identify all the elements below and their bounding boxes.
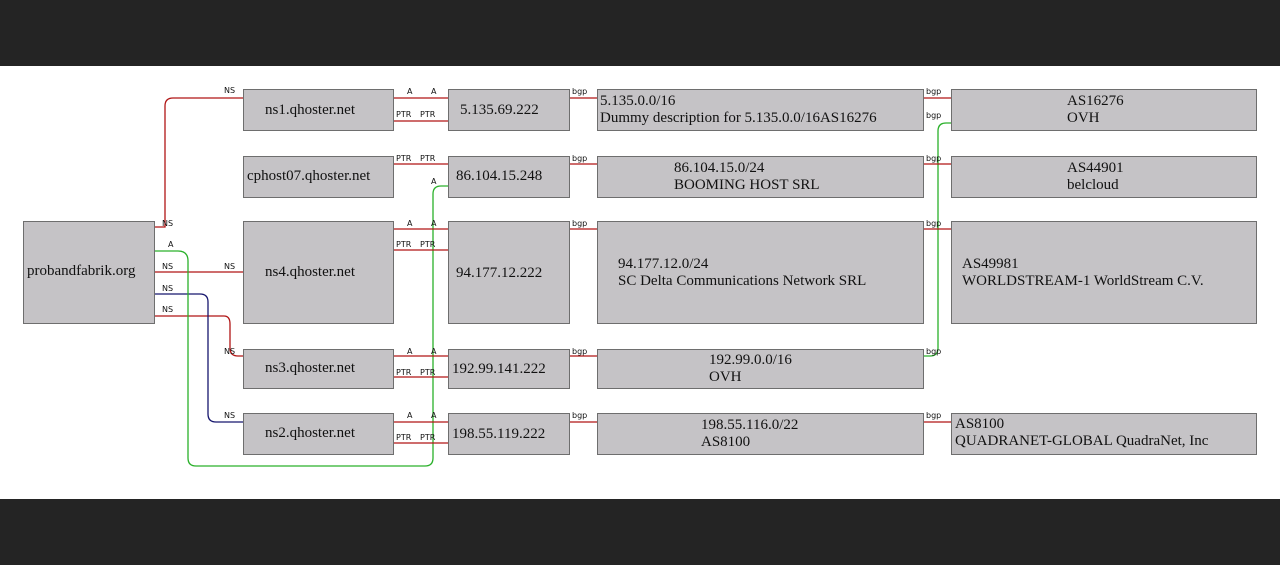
edge-label-bgp: bgp: [572, 219, 588, 228]
node-label: 192.99.141.222: [452, 361, 546, 377]
node-as8100[interactable]: AS8100 QUADRANET-GLOBAL QuadraNet, Inc: [951, 413, 1257, 455]
edge-label-bgp: bgp: [926, 219, 942, 228]
edge-label-ptr: PTR: [420, 433, 436, 442]
node-label: 86.104.15.248: [456, 168, 543, 184]
node-label: AS49981: [962, 256, 1019, 272]
edge-label-ptr: PTR: [420, 110, 436, 119]
edge-label-ns: NS: [162, 305, 174, 314]
node-ip-192-99-141-222[interactable]: 192.99.141.222: [448, 349, 570, 389]
node-label: 94.177.12.222: [456, 265, 543, 281]
node-label: AS16276: [1067, 93, 1124, 109]
edge-label-bgp: bgp: [572, 347, 588, 356]
edge-label-ns: NS: [224, 86, 236, 95]
edge-label-a: A: [431, 219, 437, 228]
edge-label-bgp: bgp: [572, 154, 588, 163]
edge-label-a: A: [431, 347, 437, 356]
edge-domain-ns1: [155, 97, 243, 228]
edge-label-ptr: PTR: [420, 240, 436, 249]
edge-label-ptr: PTR: [396, 154, 412, 163]
edge-label-bgp: bgp: [572, 411, 588, 420]
edge-pfx4-as1-green: [924, 122, 951, 357]
node-label: 86.104.15.0/24: [674, 160, 765, 176]
node-label: ns3.qhoster.net: [265, 360, 355, 376]
node-label: 5.135.0.0/16: [600, 93, 676, 109]
edge-domain-a-green: [155, 185, 448, 467]
edge-label-bgp: bgp: [926, 411, 942, 420]
bottom-frame-band: [0, 499, 1280, 565]
node-label: OVH: [709, 369, 742, 385]
node-domain[interactable]: probandfabrik.org: [23, 221, 155, 324]
node-prefix-94-177-12-0[interactable]: 94.177.12.0/24 SC Delta Communications N…: [597, 221, 924, 324]
edge-label-ns: NS: [224, 262, 236, 271]
edge-label-a: A: [407, 219, 413, 228]
node-label: AS44901: [1067, 160, 1124, 176]
node-prefix-5-135-0-0[interactable]: 5.135.0.0/16 Dummy description for 5.135…: [597, 89, 924, 131]
edge-label-bgp: bgp: [572, 87, 588, 96]
node-label: BOOMING HOST SRL: [674, 177, 820, 193]
node-prefix-192-99-0-0[interactable]: 192.99.0.0/16 OVH: [597, 349, 924, 389]
edge-label-a: A: [168, 240, 174, 249]
edge-label-ptr: PTR: [396, 240, 412, 249]
node-ip-94-177-12-222[interactable]: 94.177.12.222: [448, 221, 570, 324]
edge-label-ptr: PTR: [420, 368, 436, 377]
edges-layer: [155, 97, 951, 467]
node-ns2[interactable]: ns2.qhoster.net: [243, 413, 394, 455]
edge-label-bgp: bgp: [926, 87, 942, 96]
node-prefix-198-55-116-0[interactable]: 198.55.116.0/22 AS8100: [597, 413, 924, 455]
node-ip-198-55-119-222[interactable]: 198.55.119.222: [448, 413, 570, 455]
node-ns1[interactable]: ns1.qhoster.net: [243, 89, 394, 131]
node-as16276[interactable]: AS16276 OVH: [951, 89, 1257, 131]
edge-label-ptr: PTR: [396, 368, 412, 377]
node-label: 94.177.12.0/24: [618, 256, 709, 272]
node-label: ns1.qhoster.net: [265, 102, 355, 118]
edge-label-a: A: [407, 411, 413, 420]
edge-label-ns: NS: [224, 347, 236, 356]
edge-domain-ns3: [155, 315, 243, 357]
edge-label-a: A: [431, 411, 437, 420]
top-frame-band: [0, 0, 1280, 66]
node-label: QUADRANET-GLOBAL QuadraNet, Inc: [955, 433, 1209, 449]
node-label: OVH: [1067, 110, 1100, 126]
node-as49981[interactable]: AS49981 WORLDSTREAM-1 WorldStream C.V.: [951, 221, 1257, 324]
edge-label-a: A: [431, 87, 437, 96]
edge-label-a: A: [431, 177, 437, 186]
node-prefix-86-104-15-0[interactable]: 86.104.15.0/24 BOOMING HOST SRL: [597, 156, 924, 198]
node-ns4[interactable]: ns4.qhoster.net: [243, 221, 394, 324]
edge-label-a: A: [407, 87, 413, 96]
node-cphost07[interactable]: cphost07.qhoster.net: [243, 156, 394, 198]
node-label: WORLDSTREAM-1 WorldStream C.V.: [962, 273, 1204, 289]
node-label: ns2.qhoster.net: [265, 425, 355, 441]
edge-label-bgp: bgp: [926, 154, 942, 163]
node-label: belcloud: [1067, 177, 1119, 193]
node-label: AS8100: [955, 416, 1005, 432]
edge-label-ns: NS: [162, 262, 174, 271]
edge-label-ns: NS: [162, 219, 174, 228]
node-ip-5-135-69-222[interactable]: 5.135.69.222: [448, 89, 570, 131]
dns-graph-canvas: probandfabrik.org ns1.qhoster.net cphost…: [0, 66, 1280, 499]
node-label: 192.99.0.0/16: [709, 352, 792, 368]
edge-label-ptr: PTR: [396, 433, 412, 442]
node-label: 198.55.119.222: [452, 426, 546, 442]
node-label: Dummy description for 5.135.0.0/16AS1627…: [600, 110, 877, 126]
node-label: AS8100: [701, 434, 751, 450]
node-label: cphost07.qhoster.net: [247, 168, 371, 184]
node-ip-86-104-15-248[interactable]: 86.104.15.248: [448, 156, 570, 198]
edge-label-bgp: bgp: [926, 111, 942, 120]
edge-domain-ns2: [155, 293, 243, 423]
edge-label-ptr: PTR: [420, 154, 436, 163]
edge-label-a: A: [407, 347, 413, 356]
node-label: probandfabrik.org: [27, 263, 136, 279]
edge-label-ptr: PTR: [396, 110, 412, 119]
edge-label-bgp: bgp: [926, 347, 942, 356]
node-as44901[interactable]: AS44901 belcloud: [951, 156, 1257, 198]
node-ns3[interactable]: ns3.qhoster.net: [243, 349, 394, 389]
node-label: SC Delta Communications Network SRL: [618, 273, 867, 289]
edge-label-ns: NS: [162, 284, 174, 293]
edge-label-ns: NS: [224, 411, 236, 420]
node-label: 198.55.116.0/22: [701, 417, 799, 433]
node-label: ns4.qhoster.net: [265, 264, 355, 280]
node-label: 5.135.69.222: [460, 102, 539, 118]
